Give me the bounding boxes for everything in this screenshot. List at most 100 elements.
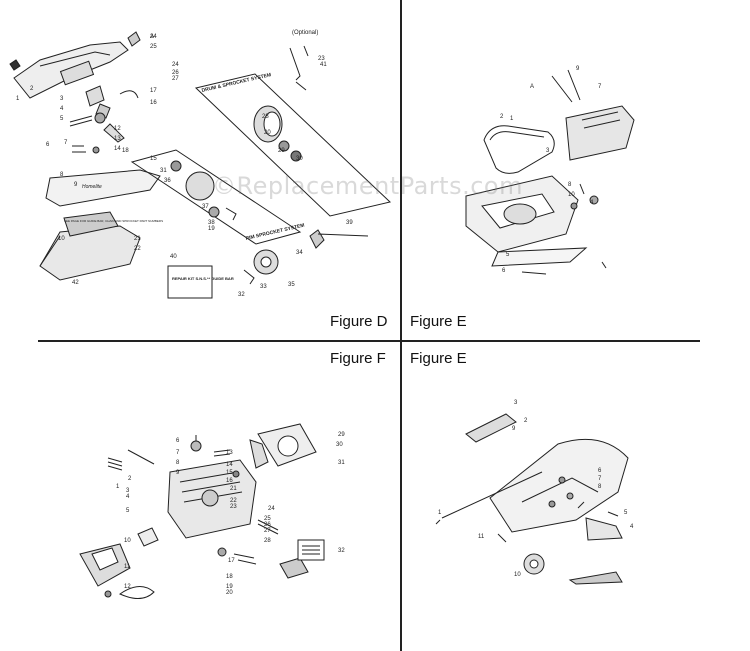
- callout-e_bottom-9: 10: [514, 572, 521, 578]
- callout-d-10: 9: [74, 182, 78, 188]
- callout-e_bottom-1: 2: [524, 418, 528, 424]
- callout-f-24: 25: [264, 516, 271, 522]
- callout-d-13: 13: [114, 136, 121, 142]
- callout-e_bottom-10: 11: [478, 534, 485, 540]
- callout-f-7: 8: [176, 460, 180, 466]
- figure-d-label: Figure D: [330, 313, 388, 330]
- horizontal-divider: [38, 340, 700, 342]
- callout-d-20: 20: [264, 130, 271, 136]
- callout-e_top-4: 5: [506, 252, 510, 258]
- callout-d-25: 26: [172, 70, 179, 76]
- callout-f-13: 14: [226, 462, 233, 468]
- callout-f-17: 18: [226, 574, 233, 580]
- callout-e_top-1: 2: [500, 114, 504, 120]
- callout-e_top-10: A: [530, 84, 534, 90]
- callout-f-20: 21: [230, 486, 237, 492]
- callout-d-6: 5: [60, 116, 64, 122]
- callout-d-19: 19: [208, 226, 215, 232]
- callout-f-11: 12: [124, 584, 131, 590]
- callout-f-0: 1: [116, 484, 120, 490]
- callout-d-31: 32: [238, 292, 245, 298]
- figure-f-label: Figure F: [330, 350, 386, 367]
- callout-d-17: 17: [150, 88, 157, 94]
- callout-f-5: 6: [176, 438, 180, 444]
- callout-d-15: 15: [150, 156, 157, 162]
- optional-note: (Optional): [292, 30, 318, 36]
- callout-d-0: 24: [150, 34, 157, 40]
- callout-d-3: 2: [30, 86, 34, 92]
- callout-d-38: 39: [346, 220, 353, 226]
- callout-e_bottom-6: 7: [598, 476, 602, 482]
- callout-d-4: 3: [60, 96, 64, 102]
- callout-d-14: 14: [114, 146, 121, 152]
- callout-f-18: 19: [226, 584, 233, 590]
- callout-f-6: 7: [176, 450, 180, 456]
- callout-d-40: 41: [320, 62, 327, 68]
- callout-f-28: 29: [338, 432, 345, 438]
- callout-e_bottom-8: 9: [512, 426, 516, 432]
- callout-d-34: 35: [288, 282, 295, 288]
- callout-d-42: A: [150, 34, 154, 40]
- callout-f-25: 26: [264, 522, 271, 528]
- callout-f-15: 16: [226, 478, 233, 484]
- callout-d-33: 34: [296, 250, 303, 256]
- callout-d-28: 29: [278, 148, 285, 154]
- callout-d-8: 7: [64, 140, 68, 146]
- figure-e-bottom-label: Figure E: [410, 350, 467, 367]
- callout-d-7: 6: [46, 142, 50, 148]
- drum-sprocket-box-label: DRUM & SPROCKET SYSTEM: [201, 72, 272, 94]
- callout-f-12: 13: [226, 450, 233, 456]
- callout-f-23: 24: [268, 506, 275, 512]
- callout-f-30: 31: [338, 460, 345, 466]
- callout-d-21: 21: [134, 236, 141, 242]
- callout-f-29: 30: [336, 442, 343, 448]
- callout-f-9: 10: [124, 538, 131, 544]
- callout-f-3: 4: [126, 494, 130, 500]
- callout-d-5: 4: [60, 106, 64, 112]
- callout-f-8: 9: [176, 470, 180, 476]
- callout-f-10: 11: [124, 564, 131, 570]
- callout-d-12: 12: [114, 126, 121, 132]
- svg-text:Homelite: Homelite: [82, 184, 102, 190]
- callout-d-26: 27: [172, 76, 179, 82]
- callout-d-2: 1: [16, 96, 20, 102]
- callout-d-18: 18: [122, 148, 129, 154]
- callout-e_bottom-2: 3: [514, 400, 518, 406]
- callout-e_top-0: 1: [510, 116, 514, 122]
- callout-e_bottom-7: 8: [598, 484, 602, 490]
- callout-f-1: 2: [128, 476, 132, 482]
- callout-d-29: 30: [296, 156, 303, 162]
- callout-e_bottom-5: 6: [598, 468, 602, 474]
- vertical-divider: [400, 0, 402, 651]
- callout-d-35: 36: [164, 178, 171, 184]
- callout-d-1: 25: [150, 44, 157, 50]
- guide-bar-note: SEE PAGE FOR GUIDE BAR, CHAIN AND SPROCK…: [64, 219, 163, 223]
- callout-d-41: 42: [72, 280, 79, 286]
- callout-f-19: 20: [226, 590, 233, 596]
- watermark: ©ReplacementParts.com: [212, 172, 523, 200]
- callout-e_bottom-4: 5: [624, 510, 628, 516]
- callout-d-32: 33: [260, 284, 267, 290]
- figure-d-panel: Homelite: [0, 0, 400, 340]
- callout-f-2: 3: [126, 488, 130, 494]
- callout-f-27: 28: [264, 538, 271, 544]
- callout-e_top-9: 10: [568, 192, 575, 198]
- callout-d-37: 38: [208, 220, 215, 226]
- figure-d-drawing: Homelite: [9, 30, 392, 299]
- callout-d-22: 22: [134, 246, 141, 252]
- callout-d-11: 10: [58, 236, 65, 242]
- callout-f-26: 27: [264, 528, 271, 534]
- callout-e_top-5: 6: [502, 268, 506, 274]
- callout-f-21: 22: [230, 498, 237, 504]
- callout-d-9: 8: [60, 172, 64, 178]
- callout-e_top-2: 3: [546, 148, 550, 154]
